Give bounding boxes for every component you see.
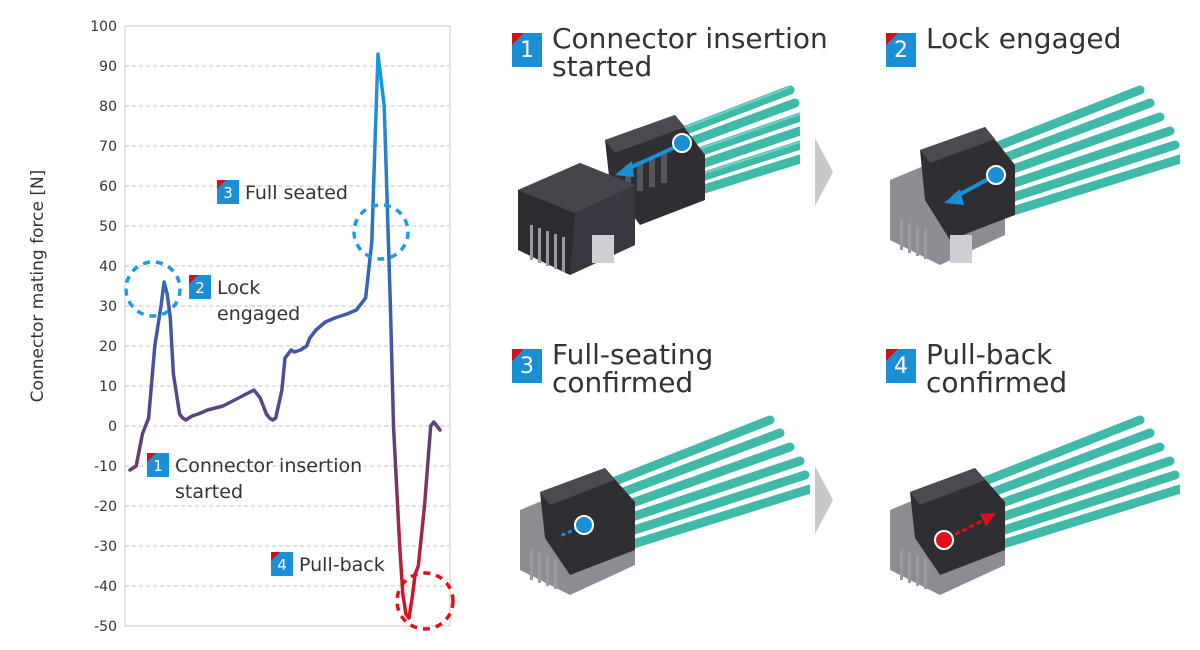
- annotation-1-badge: [147, 453, 169, 477]
- annotation-2-num: 2: [195, 279, 205, 297]
- y-tick-label-15: -50: [94, 619, 117, 635]
- annotation-4: 4 Pull-back: [271, 552, 385, 576]
- annotation-2-line1: Lock: [217, 277, 260, 299]
- annotation-4-badge-corner: [271, 552, 280, 561]
- annotation-4-num: 4: [277, 556, 287, 574]
- y-tick-label-6: 40: [99, 259, 117, 275]
- lock-engaged-photo: [890, 85, 1180, 265]
- pull-back-highlight-circle: [395, 571, 455, 631]
- y-tick-label-0: 100: [90, 19, 117, 35]
- annotation-1-num: 1: [153, 457, 163, 475]
- annotation-2-badge-corner: [189, 275, 198, 284]
- y-tick-label-13: -30: [94, 539, 117, 555]
- y-tick-label-3: 70: [99, 139, 117, 155]
- step-1-badge: 1: [512, 33, 542, 67]
- y-tick-label-2: 80: [99, 99, 117, 115]
- y-tick-label-10: 0: [108, 419, 117, 435]
- annotation-2: 2 Lock engaged: [189, 275, 300, 325]
- annotation-2-badge: [189, 275, 211, 299]
- connector-insertion-photo: [518, 85, 800, 275]
- annotation-2-line2: engaged: [217, 303, 300, 325]
- step-4-badge: 4: [886, 349, 916, 383]
- full-seating-photo: [520, 415, 810, 595]
- lock-highlight-circle: [124, 260, 182, 318]
- sequence-arrow-1: [815, 138, 833, 206]
- annotation-3-badge: [217, 180, 239, 204]
- force-curve: [128, 52, 442, 620]
- annotation-3-line1: Full seated: [245, 182, 348, 204]
- y-tick-label-11: -10: [94, 459, 117, 475]
- annotation-3-badge-corner: [217, 180, 226, 189]
- y-tick-label-4: 60: [99, 179, 117, 195]
- pull-back-photo: [890, 415, 1180, 595]
- y-tick-label-7: 30: [99, 299, 117, 315]
- annotation-4-badge: [271, 552, 293, 576]
- step-4-title: Pull-back confirmed: [926, 338, 1068, 399]
- plot-frame: [124, 25, 451, 627]
- annotation-1: 1 Connector insertion started: [147, 453, 362, 503]
- y-tick-label-14: -40: [94, 579, 117, 595]
- step-1-title: Connector insertion started: [552, 22, 828, 83]
- annotation-1-line2: started: [175, 481, 243, 503]
- y-tick-label-12: -20: [94, 499, 117, 515]
- annotation-3: 3 Full seated: [217, 180, 348, 204]
- y-tick-label-1: 90: [99, 59, 117, 75]
- annotation-4-line1: Pull-back: [299, 554, 385, 576]
- annotation-3-num: 3: [223, 184, 233, 202]
- annotation-1-line1: Connector insertion: [175, 455, 362, 477]
- y-tick-label-5: 50: [99, 219, 117, 235]
- step-3-badge: 3: [512, 349, 542, 383]
- step-2-title: Lock engaged: [926, 22, 1122, 55]
- y-tick-label-9: 10: [99, 379, 117, 395]
- full-seated-highlight-circle: [352, 203, 410, 261]
- step-3-title: Full-seating confirmed: [552, 338, 714, 399]
- y-tick-label-8: 20: [99, 339, 117, 355]
- sequence-arrow-2: [815, 466, 833, 534]
- step-2-badge: 2: [886, 33, 916, 67]
- annotation-1-badge-corner: [147, 453, 156, 462]
